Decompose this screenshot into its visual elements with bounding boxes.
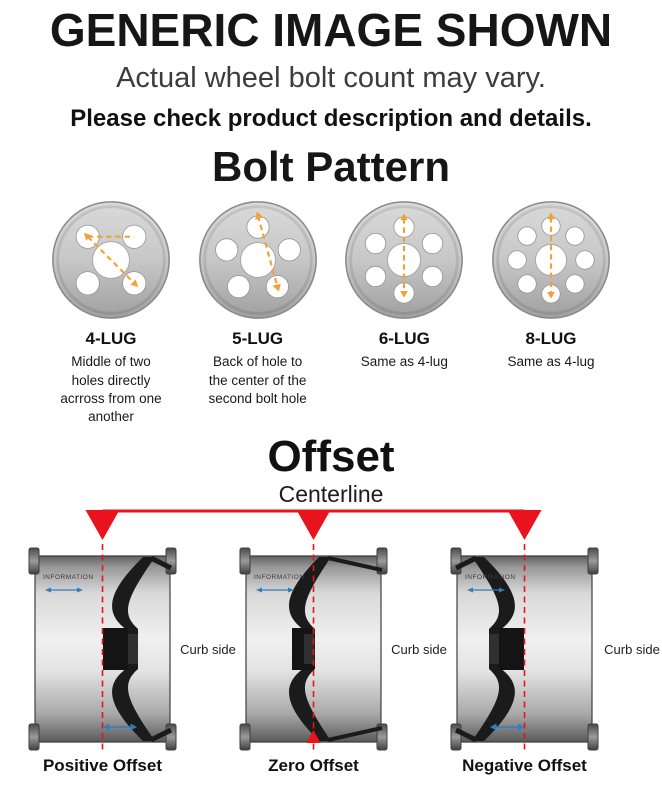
bolt-desc-4-lug: Middle of two holes directly acrross fro…: [60, 354, 162, 424]
curb-side-label-3: Curb side: [604, 641, 660, 657]
bolt-item-6-lug: 6-LUG Same as 4-lug: [331, 197, 477, 426]
bolt-desc-6-lug: Same as 4-lug: [360, 354, 448, 370]
offset-label-row: Positive Offset Zero Offset Negative Off…: [0, 756, 662, 776]
bolt-diagram-6-lug-icon: [345, 201, 464, 320]
negative-offset-diagram: INFORMATION: [450, 544, 599, 755]
bolt-diagram-5-lug-icon: [198, 201, 317, 320]
bolt-label-5-lug: 5-LUG: [232, 329, 284, 349]
bolt-desc-5-lug: Back of hole to the center of the second…: [208, 354, 307, 406]
wheel-cross-section-negative: INFORMATION: [447, 544, 602, 755]
offset-wheel-row: INFORMATION Curb side: [0, 544, 662, 755]
zero-offset-diagram: INFORMATION: [239, 544, 388, 755]
bolt-desc-8-lug: Same as 4-lug: [507, 354, 595, 370]
centerline-label: Centerline: [278, 481, 384, 508]
bolt-item-8-lug: 8-LUG Same as 4-lug: [478, 197, 624, 426]
bolt-diagram-4-lug-icon: [52, 201, 170, 320]
offset-label-zero: Zero Offset: [268, 756, 359, 776]
page-title: GENERIC IMAGE SHOWN: [49, 4, 613, 56]
curb-side-label-1: Curb side: [180, 641, 236, 657]
wheel-cross-section-zero: INFORMATION: [236, 544, 391, 755]
bolt-diagram-8-lug-icon: [492, 201, 610, 320]
barrel-info-text: INFORMATION: [43, 574, 94, 581]
bolt-item-4-lug: 4-LUG Middle of two holes directly acrro…: [38, 197, 184, 426]
offset-label-positive: Positive Offset: [42, 756, 163, 776]
centerline-indicator: [85, 509, 542, 541]
page-subtitle: Actual wheel bolt count may vary.: [116, 62, 546, 95]
bolt-label-8-lug: 8-LUG: [525, 329, 577, 349]
positive-offset-diagram: INFORMATION: [28, 544, 177, 755]
centerline-arrow-right: [507, 510, 542, 541]
bolt-label-4-lug: 4-LUG: [85, 329, 137, 349]
page-note: Please check product description and det…: [70, 105, 592, 133]
centerline-arrow-left: [85, 510, 120, 541]
zero-offset-pointer: [306, 730, 321, 744]
bolt-label-6-lug: 6-LUG: [378, 329, 430, 349]
bolt-item-5-lug: 5-LUG Back of hole to the center of the …: [185, 197, 331, 426]
curb-side-label-2: Curb side: [391, 641, 447, 657]
bolt-pattern-title: Bolt Pattern: [211, 143, 450, 191]
centerline-arrow-middle: [296, 510, 331, 541]
offset-title: Offset: [267, 432, 395, 482]
wheel-cross-section-positive: INFORMATION: [25, 544, 180, 755]
barrel-info-text: INFORMATION: [465, 574, 516, 581]
bolt-pattern-row: 4-LUG Middle of two holes directly acrro…: [0, 193, 662, 426]
barrel-info-text: INFORMATION: [254, 574, 305, 581]
offset-label-negative: Negative Offset: [462, 756, 587, 776]
